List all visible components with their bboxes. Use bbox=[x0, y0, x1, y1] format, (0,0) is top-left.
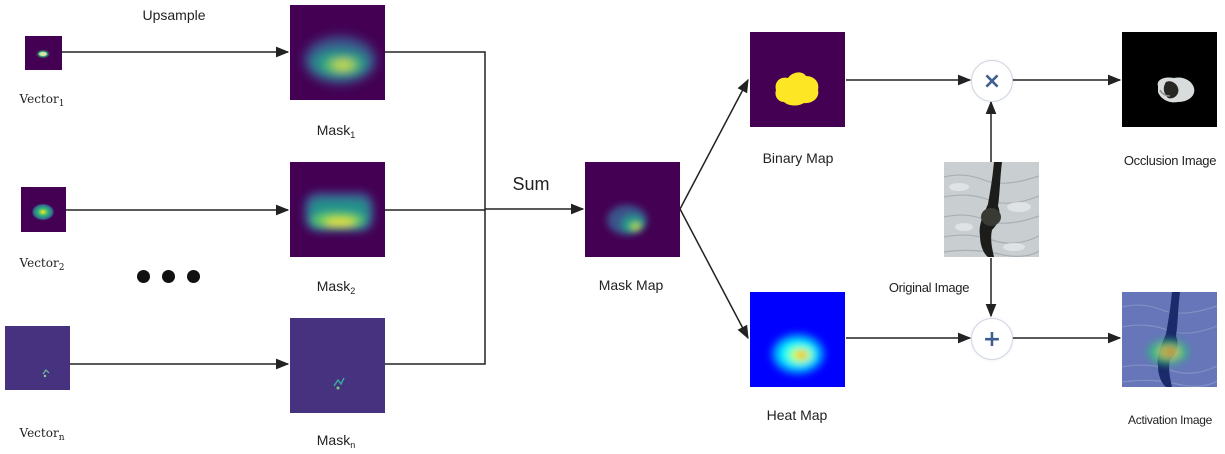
add-operator: + bbox=[971, 318, 1013, 360]
sum-label: Sum bbox=[512, 174, 550, 194]
vector1-thumbnail bbox=[25, 36, 62, 70]
activation-image bbox=[1122, 292, 1217, 387]
heat-map-label: Heat Map bbox=[766, 407, 828, 423]
mask2-label: Mask2 bbox=[316, 278, 356, 296]
mask-map-heatmap bbox=[585, 162, 680, 257]
original-image-label: Original Image bbox=[888, 280, 970, 295]
arrow-maskmap-heat bbox=[679, 208, 749, 340]
sum-bracket bbox=[385, 51, 486, 365]
original-image bbox=[944, 162, 1039, 257]
vectorn-label: Vectorn bbox=[19, 426, 65, 443]
maskn-heatmap bbox=[290, 318, 385, 413]
ellipsis-dot bbox=[187, 270, 200, 283]
ellipsis-dot bbox=[162, 270, 175, 283]
ellipsis-dot bbox=[137, 270, 150, 283]
vector2-label: Vector2 bbox=[19, 256, 65, 273]
vector2-thumbnail bbox=[21, 187, 66, 232]
binary-map-label: Binary Map bbox=[762, 150, 834, 166]
binary-map bbox=[750, 32, 845, 127]
multiply-operator: × bbox=[971, 60, 1013, 102]
arrow-maskmap-binary bbox=[679, 78, 749, 210]
mask1-heatmap bbox=[290, 5, 385, 100]
mask2-heatmap bbox=[290, 162, 385, 257]
vector1-label: Vector1 bbox=[19, 92, 65, 109]
vectorn-thumbnail bbox=[5, 326, 70, 390]
maskn-label: Maskn bbox=[316, 432, 356, 450]
upsample-label: Upsample bbox=[142, 7, 206, 23]
mask-map-label: Mask Map bbox=[598, 277, 664, 293]
occlusion-image bbox=[1122, 32, 1217, 127]
mask1-label: Mask1 bbox=[316, 122, 356, 140]
heat-map bbox=[750, 292, 845, 387]
occlusion-image-label: Occlusion Image bbox=[1123, 153, 1217, 168]
activation-image-label: Activation Image bbox=[1128, 413, 1212, 427]
